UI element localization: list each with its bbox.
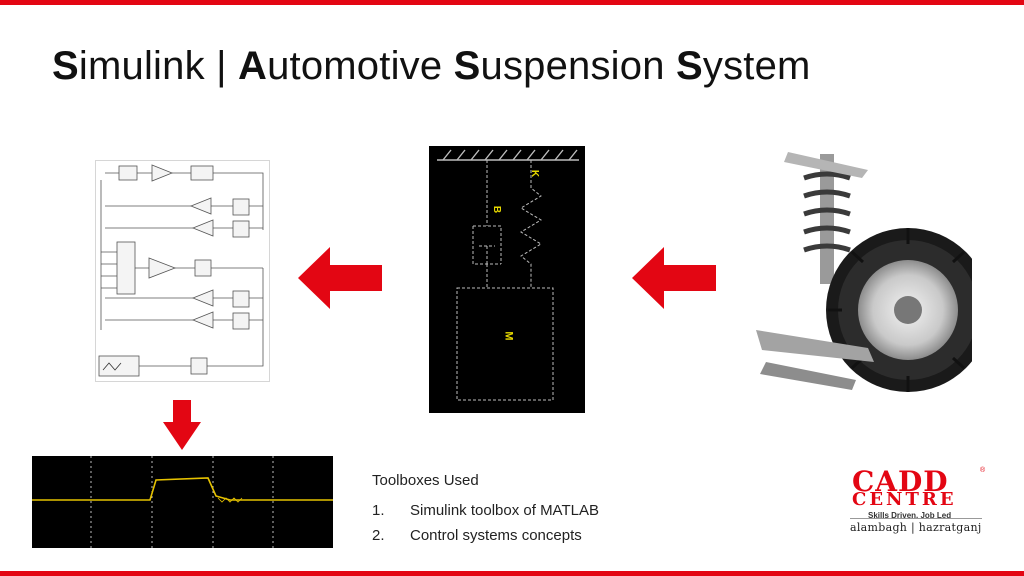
slide-title: Simulink | Automotive Suspension System	[52, 44, 811, 88]
scope-output-plot	[32, 456, 333, 548]
mass-spring-damper-model: K B M	[429, 146, 585, 413]
arrow-down-icon	[163, 400, 201, 450]
arrow-left-icon	[632, 247, 716, 309]
simulink-block-diagram	[95, 160, 270, 382]
logo-tagline: Skills Driven. Job Led	[868, 511, 952, 520]
bottom-accent-bar	[0, 571, 1024, 576]
logo-registered-mark: ®	[980, 467, 986, 474]
logo-text-cadd: CADD	[852, 465, 949, 498]
toolboxes-list: 1. Simulink toolbox of MATLAB 2. Control…	[372, 502, 599, 544]
spring-label-k: K	[529, 169, 541, 178]
mass-label-m: M	[502, 331, 515, 341]
logo-text-centre: CENTRE	[852, 489, 957, 510]
suspension-strut-image	[748, 148, 990, 416]
toolboxes-section: Toolboxes Used 1. Simulink toolbox of MA…	[372, 472, 599, 552]
list-item: 2. Control systems concepts	[372, 527, 582, 544]
toolboxes-heading: Toolboxes Used	[372, 472, 479, 489]
logo-location: alambagh | hazratganj	[850, 521, 982, 534]
top-accent-bar	[0, 0, 1024, 5]
cadd-centre-logo: CADD ® CENTRE Skills Driven. Job Led ala…	[846, 465, 986, 540]
list-item: 1. Simulink toolbox of MATLAB	[372, 502, 599, 519]
damper-label-b: B	[491, 205, 503, 214]
logo-divider	[850, 518, 982, 519]
arrow-left-icon	[298, 247, 382, 309]
